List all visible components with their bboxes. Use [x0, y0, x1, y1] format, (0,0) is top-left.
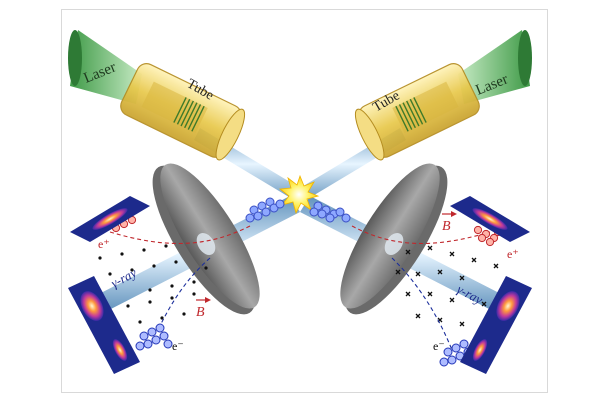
positron-left-label: e⁺: [98, 237, 110, 251]
detector-gamma-left: [68, 276, 140, 374]
electron-trajectory-left: [157, 257, 211, 331]
detector-gamma-right: [460, 276, 532, 374]
detector-positron-left: [70, 196, 150, 242]
tube-left: [120, 63, 246, 161]
field-crosses-right: [395, 245, 499, 327]
laser-left: [68, 30, 142, 104]
field-left-label: B: [196, 305, 205, 320]
particle-bunch-center-right: [309, 201, 351, 223]
electron-left-label: e⁻: [172, 339, 184, 353]
detector-positron-right: [450, 196, 530, 242]
field-dots-left: [94, 244, 208, 324]
particle-bunch-center-left: [245, 197, 285, 223]
positron-trajectory-left: [109, 225, 251, 245]
positron-trajectory-right: [351, 225, 491, 245]
collision-flash: [278, 174, 320, 215]
electron-right-label: e⁻: [433, 339, 445, 353]
electron-bunch-left: [135, 323, 173, 351]
converter-disk-left: [152, 163, 260, 315]
electron-trajectory-right: [391, 257, 453, 351]
tube-right: [354, 63, 480, 161]
converter-disk-right: [340, 163, 448, 315]
laser-right: [458, 30, 532, 104]
positron-right-label: e⁺: [507, 247, 519, 261]
field-right-label: B: [442, 219, 451, 234]
